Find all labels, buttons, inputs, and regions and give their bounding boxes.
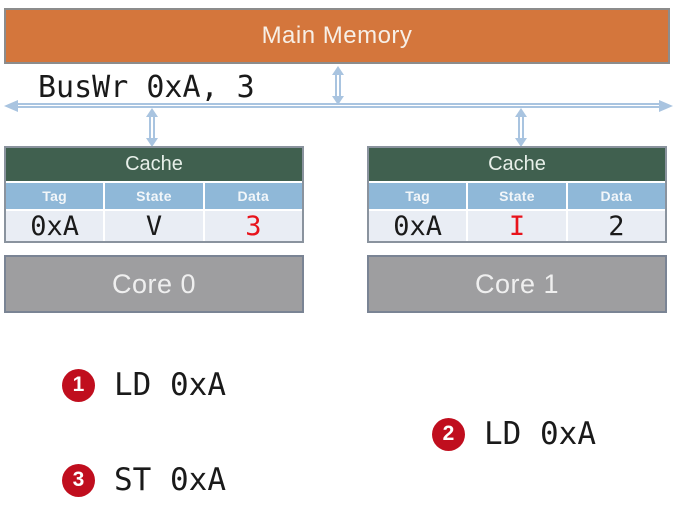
arrow-up-icon: [332, 66, 344, 75]
cache0-column-header-row: Tag State Data: [6, 183, 302, 209]
cache0-tag-cell: 0xA: [6, 211, 104, 242]
column-header-state: State: [468, 183, 566, 209]
main-memory-label: Main Memory: [261, 22, 413, 49]
memory-bus-arrow-icon: [331, 66, 345, 105]
bus-transaction-label: BusWr 0xA, 3: [38, 70, 255, 105]
main-memory-box: Main Memory: [4, 8, 670, 64]
core0-box: Core 0: [4, 255, 304, 313]
cache1-column-header-row: Tag State Data: [369, 183, 665, 209]
arrow-down-icon: [146, 138, 158, 147]
arrow-up-icon: [146, 108, 158, 117]
step-2-instruction: LD 0xA: [484, 416, 596, 452]
cache1-data-cell: 2: [567, 211, 665, 242]
cache0-bus-arrow-icon: [145, 108, 159, 147]
arrow-shaft: [149, 117, 155, 138]
core1-label: Core 1: [474, 268, 560, 299]
cache0-title: Cache: [6, 148, 302, 181]
cache0-state-cell: V: [105, 211, 203, 242]
step-1-badge: 1: [62, 368, 95, 402]
step-2: 2 LD 0xA: [432, 416, 596, 452]
step-1: 1 LD 0xA: [62, 367, 226, 403]
column-header-data: Data: [204, 183, 302, 209]
cache0-entry-row: 0xA V 3: [6, 211, 302, 242]
cache0-table: Cache Tag State Data 0xA V 3: [4, 146, 304, 243]
column-header-state: State: [105, 183, 203, 209]
column-header-tag: Tag: [369, 183, 467, 209]
step-1-instruction: LD 0xA: [114, 367, 226, 403]
cache1-title: Cache: [369, 148, 665, 181]
arrow-shaft: [335, 75, 341, 96]
step-3: 3 ST 0xA: [62, 462, 226, 498]
arrow-up-icon: [515, 108, 527, 117]
core1-box: Core 1: [367, 255, 667, 313]
bus-arrow-left-icon: [4, 100, 18, 112]
step-3-instruction: ST 0xA: [114, 462, 226, 498]
core0-label: Core 0: [111, 268, 197, 299]
cache1-state-cell: I: [468, 211, 566, 242]
cache1-table: Cache Tag State Data 0xA I 2: [367, 146, 667, 243]
arrow-down-icon: [515, 138, 527, 147]
cache1-entry-row: 0xA I 2: [369, 211, 665, 242]
column-header-tag: Tag: [6, 183, 104, 209]
cache1-bus-arrow-icon: [514, 108, 528, 147]
cache0-data-cell: 3: [204, 211, 302, 242]
bus-arrow-right-icon: [659, 100, 673, 112]
arrow-shaft: [518, 117, 524, 138]
step-2-badge: 2: [432, 417, 465, 451]
cache1-tag-cell: 0xA: [369, 211, 467, 242]
column-header-data: Data: [567, 183, 665, 209]
arrow-down-icon: [332, 96, 344, 105]
step-3-badge: 3: [62, 463, 95, 497]
